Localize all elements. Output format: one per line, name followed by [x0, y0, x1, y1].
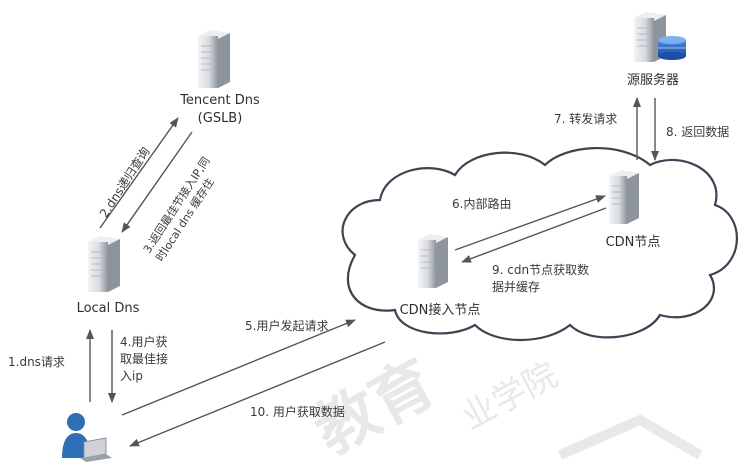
step-9-line-1: 9. cdn节点获取数	[492, 263, 590, 277]
step-7-label: 7. 转发请求	[554, 112, 618, 126]
step-6-label: 6.内部路由	[452, 197, 512, 211]
origin-server-label: 源服务器	[626, 73, 679, 88]
arrow-step-5	[121, 319, 356, 416]
step-4-line-2: 取最佳接	[120, 352, 169, 366]
tencent-dns-name: Tencent Dns	[180, 93, 260, 108]
local-dns-server-icon	[88, 236, 120, 292]
cdn-node-server-icon	[609, 170, 639, 224]
step-9-line-2: 据并缓存	[492, 280, 541, 294]
arrow-step-2	[99, 117, 179, 229]
flow-arrows	[86, 97, 659, 447]
step-4-label: 4.用户获 取最佳接 入ip	[120, 334, 168, 385]
arrow-step-9	[461, 207, 607, 263]
user-icon	[62, 413, 112, 462]
step-4-line-3: 入ip	[120, 369, 143, 383]
step-8-label: 8. 返回数据	[666, 125, 730, 139]
watermark: 教育 业学院	[303, 346, 703, 467]
arrow-step-6	[454, 195, 606, 251]
arrow-step-3	[121, 131, 193, 233]
cdn-access-server-icon	[418, 234, 448, 288]
step-10-label: 10. 用户获取数据	[250, 405, 345, 419]
arrow-step-10	[129, 341, 386, 447]
cdn-node-label: CDN节点	[605, 235, 661, 250]
step-4-line-1: 4.用户获	[120, 335, 168, 349]
database-icon	[658, 36, 686, 60]
watermark-text-2: 业学院	[455, 355, 564, 438]
tencent-dns-server-icon	[198, 30, 230, 88]
step-9-label: 9. cdn节点获取数 据并缓存	[492, 262, 589, 296]
tencent-dns-label: Tencent Dns (GSLB)	[176, 92, 264, 128]
local-dns-label: Local Dns	[76, 301, 140, 316]
step-5-label: 5.用户发起请求	[245, 319, 329, 333]
step-1-label: 1.dns请求	[8, 355, 65, 369]
tencent-dns-gslb: (GSLB)	[197, 111, 243, 126]
cdn-access-label: CDN接入节点	[399, 303, 481, 318]
